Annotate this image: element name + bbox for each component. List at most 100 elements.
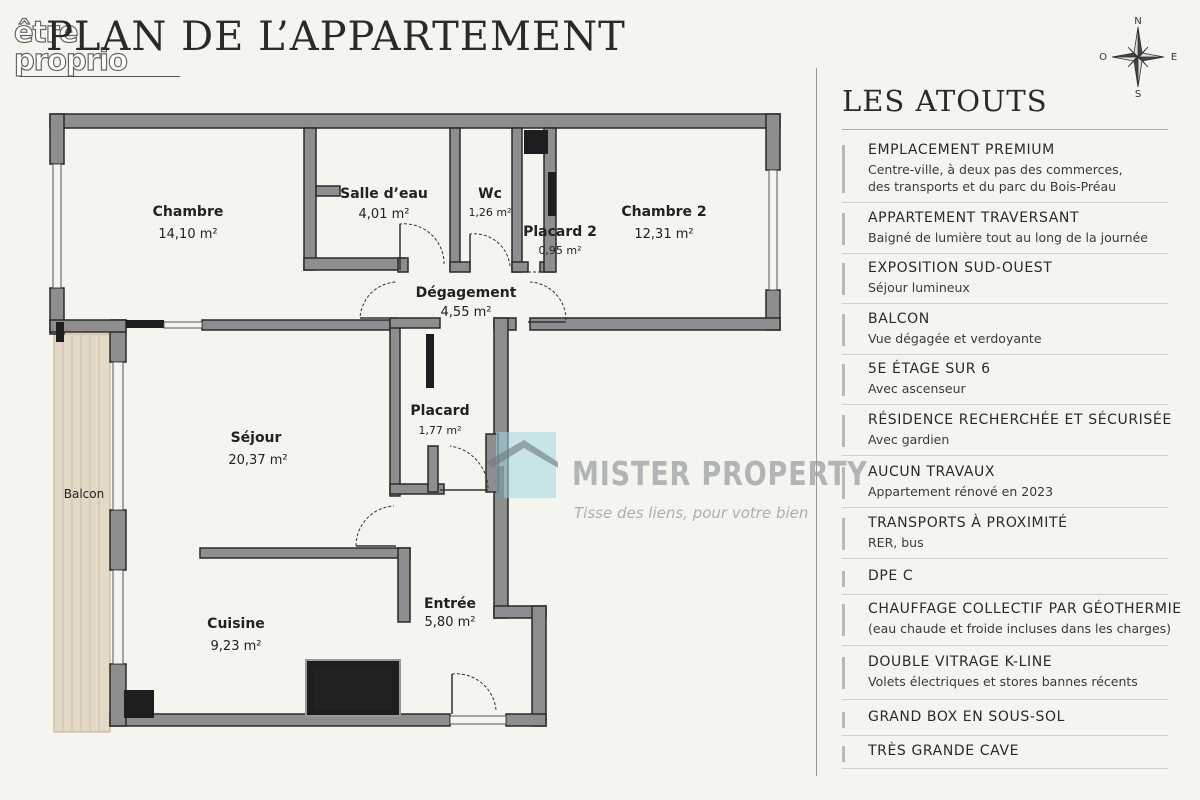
room-area-chambre: 14,10 m² bbox=[158, 227, 217, 242]
room-area-chambre-2: 12,31 m² bbox=[634, 227, 693, 242]
compass-east: E bbox=[1171, 52, 1177, 63]
room-name-entree: Entrée bbox=[424, 596, 476, 612]
feature-line: Appartement rénové en 2023 bbox=[868, 484, 1054, 499]
feature-line: Avec gardien bbox=[868, 432, 950, 447]
cooktop bbox=[314, 668, 392, 710]
logo-line-1: être bbox=[13, 15, 79, 49]
feature-divider bbox=[842, 404, 1168, 405]
feature-title: DOUBLE VITRAGE K-LINE bbox=[868, 654, 1053, 670]
room-name-balcon: Balcon bbox=[64, 487, 104, 501]
compass-west: O bbox=[1099, 52, 1107, 63]
feature-divider bbox=[842, 768, 1168, 769]
watermark-name: MISTER PROPERTY bbox=[572, 454, 868, 493]
room-name-chambre-2: Chambre 2 bbox=[621, 204, 706, 220]
room-name-chambre: Chambre bbox=[153, 204, 224, 220]
feature-item: DPE C bbox=[842, 568, 1168, 595]
compass-north: N bbox=[1134, 16, 1141, 27]
feature-bar bbox=[842, 145, 845, 193]
room-area-salle-deau: 4,01 m² bbox=[359, 207, 410, 222]
compass-rose-icon: N S E O bbox=[1099, 16, 1177, 100]
room-name-cuisine: Cuisine bbox=[207, 616, 265, 632]
room-area-wc: 1,26 m² bbox=[468, 206, 511, 219]
feature-divider bbox=[842, 202, 1168, 203]
windows bbox=[52, 163, 778, 725]
room-area-cuisine: 9,23 m² bbox=[211, 639, 262, 654]
feature-item: GRAND BOX EN SOUS-SOL bbox=[842, 709, 1168, 736]
watermark-tagline: Tisse des liens, pour votre bien bbox=[574, 504, 809, 522]
feature-title: GRAND BOX EN SOUS-SOL bbox=[868, 709, 1065, 725]
compass-south: S bbox=[1135, 89, 1141, 100]
feature-line: (eau chaude et froide incluses dans les … bbox=[868, 621, 1172, 636]
feature-title: RÉSIDENCE RECHERCHÉE ET SÉCURISÉE bbox=[868, 412, 1172, 428]
feature-line: Vue dégagée et verdoyante bbox=[868, 331, 1042, 346]
feature-line: Séjour lumineux bbox=[868, 280, 970, 295]
watermark: MISTER PROPERTY Tisse des liens, pour vo… bbox=[486, 432, 867, 532]
feature-bar bbox=[842, 518, 845, 550]
feature-title: DPE C bbox=[868, 568, 914, 584]
feature-bar bbox=[842, 263, 845, 295]
room-area-sejour: 20,37 m² bbox=[228, 453, 287, 468]
feature-divider bbox=[842, 699, 1168, 700]
atouts-title: LES ATOUTS bbox=[842, 84, 1048, 118]
feature-title: TRANSPORTS À PROXIMITÉ bbox=[868, 515, 1068, 531]
feature-item: CHAUFFAGE COLLECTIF PAR GÉOTHERMIE (eau … bbox=[842, 601, 1181, 647]
feature-bar bbox=[842, 571, 845, 587]
door-swings bbox=[355, 223, 567, 714]
feature-bar bbox=[842, 657, 845, 689]
feature-item: AUCUN TRAVAUX Appartement rénové en 2023 bbox=[842, 464, 1168, 510]
feature-bar bbox=[842, 467, 845, 499]
logo: être proprio bbox=[13, 15, 128, 75]
feature-line: Baigné de lumière tout au long de la jou… bbox=[868, 230, 1148, 245]
room-area-entree: 5,80 m² bbox=[425, 615, 476, 630]
feature-line: RER, bus bbox=[868, 535, 924, 550]
feature-divider bbox=[842, 507, 1168, 508]
feature-item: EMPLACEMENT PREMIUM Centre-ville, à deux… bbox=[842, 142, 1168, 204]
feature-bar bbox=[842, 712, 845, 728]
compass: N S E O bbox=[1092, 14, 1182, 100]
feature-item: TRANSPORTS À PROXIMITÉ RER, bus bbox=[842, 515, 1168, 561]
feature-bar bbox=[842, 314, 845, 346]
feature-title: AUCUN TRAVAUX bbox=[868, 464, 996, 480]
feature-item: BALCON Vue dégagée et verdoyante bbox=[842, 311, 1168, 357]
feature-bar bbox=[842, 746, 845, 762]
panel-divider bbox=[816, 68, 817, 776]
balcony-deck bbox=[53, 333, 111, 733]
feature-bar bbox=[842, 364, 845, 396]
title-underline bbox=[20, 76, 180, 77]
room-area-placard: 1,77 m² bbox=[418, 424, 461, 437]
feature-title: EMPLACEMENT PREMIUM bbox=[868, 142, 1055, 158]
house-logo-icon bbox=[486, 432, 558, 498]
feature-title: 5E ÉTAGE SUR 6 bbox=[868, 361, 991, 377]
room-name-degagement: Dégagement bbox=[416, 285, 517, 301]
floor-plan: Chambre 14,10 m² Salle d’eau 4,01 m² Wc … bbox=[49, 113, 781, 733]
feature-item: RÉSIDENCE RECHERCHÉE ET SÉCURISÉE Avec g… bbox=[842, 412, 1171, 458]
room-area-placard-2: 0,95 m² bbox=[538, 244, 581, 257]
feature-line: Volets électriques et stores bannes réce… bbox=[868, 674, 1138, 689]
room-name-salle-deau: Salle d’eau bbox=[340, 186, 428, 202]
feature-bar bbox=[842, 604, 845, 636]
feature-item: 5E ÉTAGE SUR 6 Avec ascenseur bbox=[842, 361, 1168, 407]
feature-item: DOUBLE VITRAGE K-LINE Volets électriques… bbox=[842, 654, 1168, 700]
feature-title: APPARTEMENT TRAVERSANT bbox=[868, 210, 1080, 226]
feature-divider bbox=[842, 354, 1168, 355]
door-leaves bbox=[356, 224, 566, 714]
feature-divider bbox=[842, 455, 1168, 456]
feature-line: Centre-ville, à deux pas des commerces, bbox=[868, 162, 1123, 177]
feature-divider bbox=[842, 558, 1168, 559]
feature-title: CHAUFFAGE COLLECTIF PAR GÉOTHERMIE bbox=[868, 601, 1182, 617]
feature-title: TRÈS GRANDE CAVE bbox=[868, 743, 1020, 759]
feature-bar bbox=[842, 213, 845, 245]
feature-divider bbox=[842, 645, 1168, 646]
room-name-sejour: Séjour bbox=[231, 430, 282, 446]
room-name-placard-2: Placard 2 bbox=[523, 224, 597, 240]
feature-divider bbox=[842, 303, 1168, 304]
room-name-placard: Placard bbox=[410, 403, 469, 419]
feature-item: TRÈS GRANDE CAVE bbox=[842, 743, 1168, 769]
feature-line: des transports et du parc du Bois-Préau bbox=[868, 179, 1117, 194]
page-title: PLAN DE L’APPARTEMENT bbox=[46, 14, 626, 60]
feature-item: APPARTEMENT TRAVERSANT Baigné de lumière… bbox=[842, 210, 1168, 256]
feature-title: EXPOSITION SUD-OUEST bbox=[868, 260, 1053, 276]
feature-divider bbox=[842, 735, 1168, 736]
feature-divider bbox=[842, 253, 1168, 254]
feature-divider bbox=[842, 594, 1168, 595]
